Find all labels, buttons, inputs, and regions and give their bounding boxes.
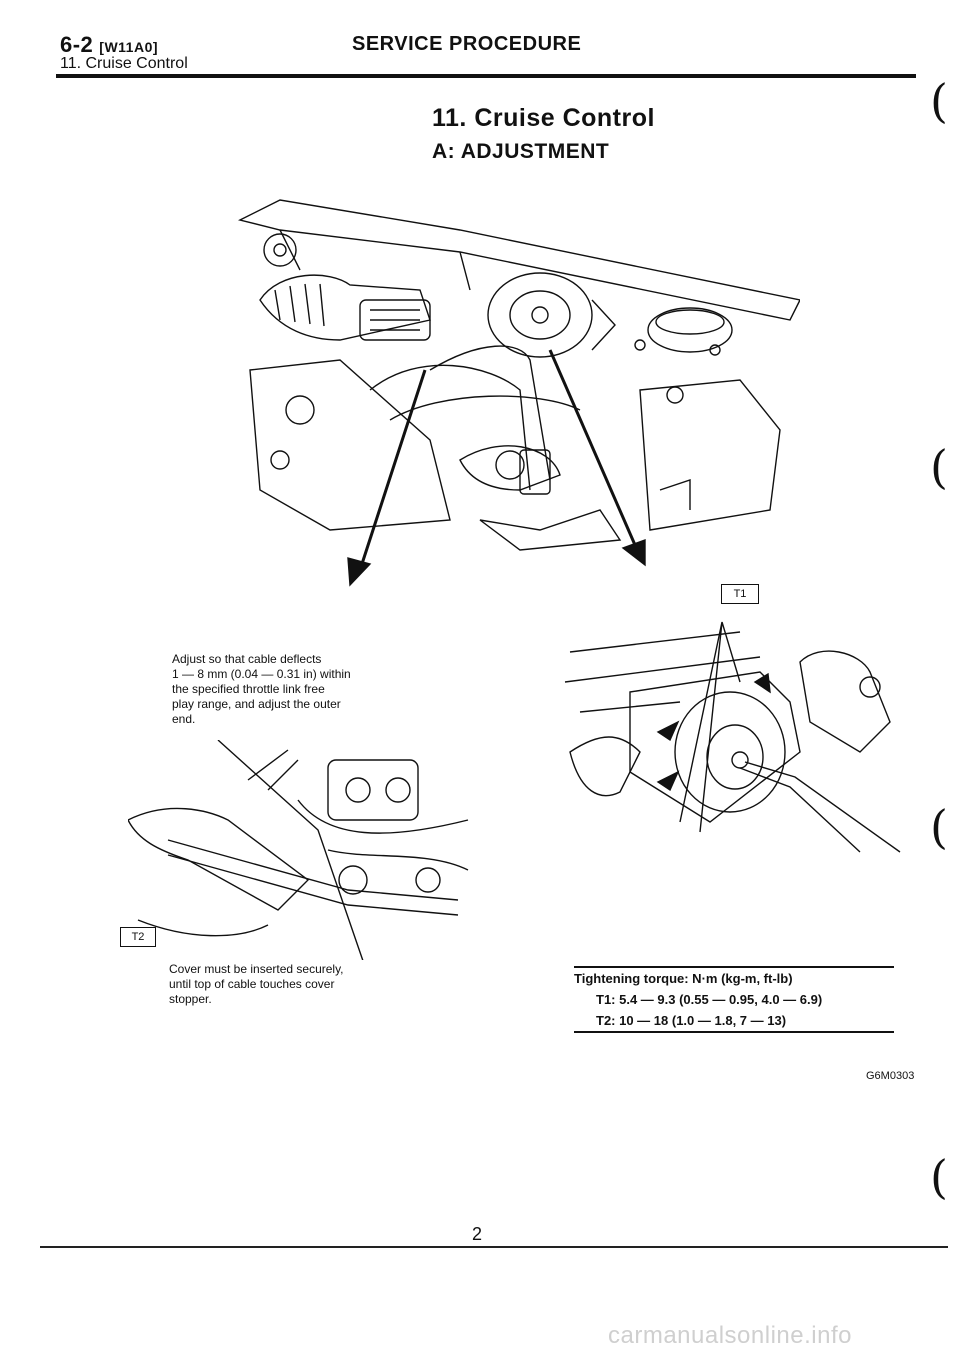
page-title: SERVICE PROCEDURE: [352, 33, 582, 55]
figure-code: G6M0303: [866, 1070, 915, 1082]
note-adjust: Adjust so that cable deflects 1 — 8 mm (…: [172, 652, 351, 726]
section-code: 6-2[W11A0]: [60, 32, 159, 57]
actuator-detail-illustration: [564, 621, 901, 853]
footer-rule: [40, 1246, 948, 1248]
section-title: 11. Cruise Control: [432, 104, 655, 132]
note-cover: Cover must be inserted securely, until t…: [169, 962, 344, 1006]
cable-detail-illustration: [128, 740, 469, 960]
torque-t1: T1: 5.4 — 9.3 (0.55 — 0.95, 4.0 — 6.9): [596, 992, 823, 1007]
margin-bracket: (: [930, 440, 948, 494]
torque-rule: [574, 966, 894, 968]
margin-bracket: (: [930, 74, 948, 128]
torque-heading: Tightening torque: N·m (kg-m, ft-lb): [574, 971, 793, 986]
section-subtitle: A: ADJUSTMENT: [432, 140, 610, 163]
margin-bracket: (: [930, 800, 948, 854]
header-rule: [56, 74, 916, 78]
torque-rule: [574, 1031, 894, 1033]
page-number: 2: [472, 1224, 483, 1244]
label-t2: T2: [120, 927, 156, 947]
torque-t2: T2: 10 — 18 (1.0 — 1.8, 7 — 13): [596, 1013, 787, 1028]
torque-spec: Tightening torque: N·m (kg-m, ft-lb) T1:…: [574, 966, 894, 1033]
watermark[interactable]: carmanualsonline.info: [608, 1322, 852, 1349]
header-subtitle: 11. Cruise Control: [60, 55, 188, 72]
section-ref: [W11A0]: [99, 39, 159, 55]
engine-bay-illustration: [237, 199, 800, 587]
margin-bracket: (: [930, 1150, 948, 1204]
label-t1: T1: [721, 584, 759, 604]
